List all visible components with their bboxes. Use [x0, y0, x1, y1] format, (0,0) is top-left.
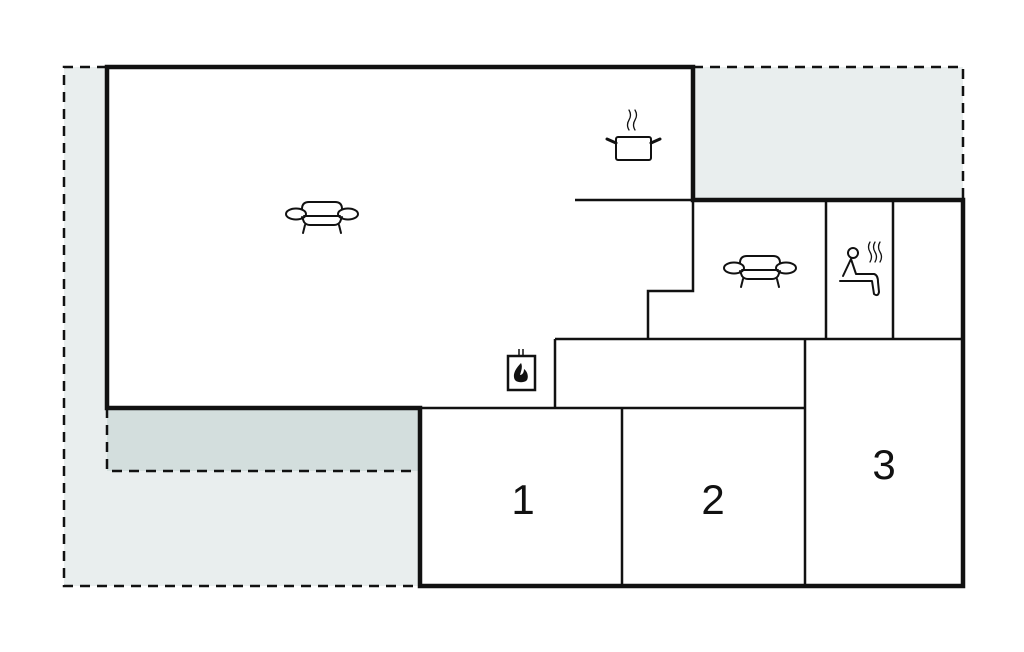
room-label-3: 3	[872, 441, 895, 488]
covered-terrace-outline	[105, 408, 420, 473]
terrace-left-outline	[62, 65, 420, 588]
terrace-outlines	[62, 65, 965, 588]
terrace-top-right-outline	[693, 65, 965, 200]
covered-terrace	[107, 408, 420, 471]
interior-walls	[420, 198, 963, 586]
exterior-walls	[104, 64, 966, 589]
terrace-top-right	[693, 67, 963, 200]
terrace-areas	[64, 67, 963, 586]
sofa-icon	[723, 255, 797, 288]
room-label-2: 2	[701, 476, 724, 523]
fireplace-icon	[506, 349, 537, 392]
sofa-icon	[285, 201, 359, 234]
cooking-pot-icon	[605, 109, 662, 161]
room-label-1: 1	[511, 476, 534, 523]
sauna-icon	[839, 241, 883, 297]
terrace-left	[64, 67, 420, 586]
